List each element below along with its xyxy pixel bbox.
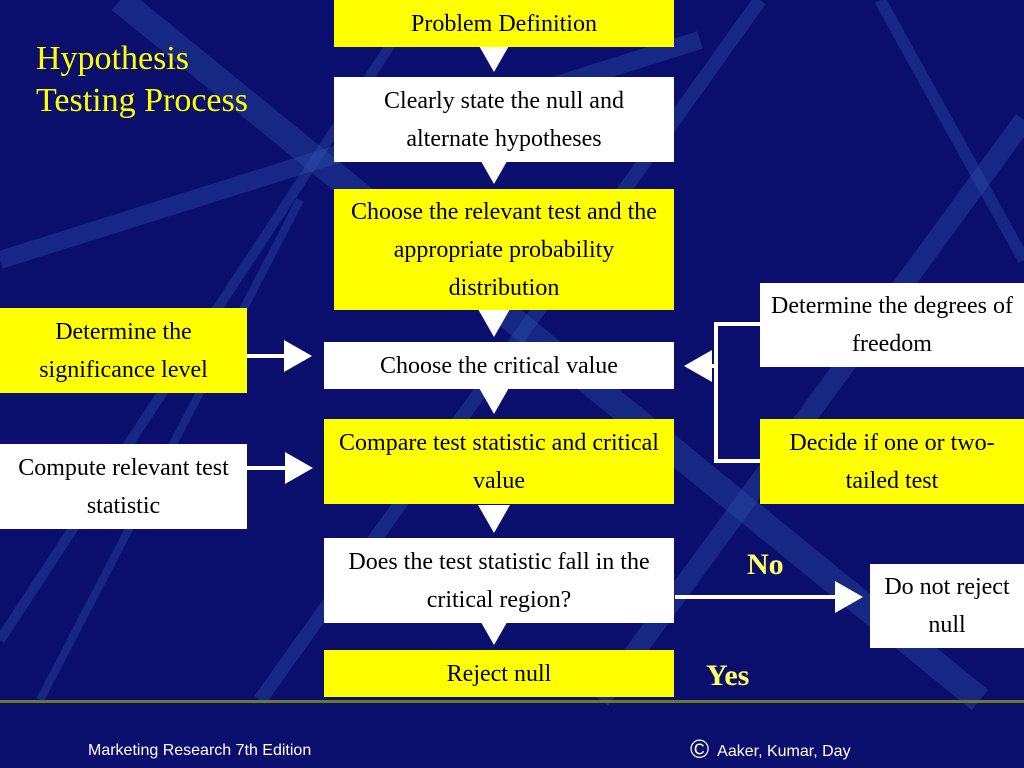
footer-divider	[0, 700, 1024, 703]
footer-right-text: Aaker, Kumar, Day	[717, 743, 851, 760]
step-choose-test: Choose the relevant test and the appropr…	[334, 189, 674, 310]
footer-credit: © Aaker, Kumar, Day	[690, 734, 851, 765]
input-degrees-of-freedom-text: Determine the degrees of freedom	[771, 293, 1013, 357]
footer-left-text: Marketing Research 7th Edition	[88, 742, 312, 759]
title-line-1: Hypothesis	[36, 40, 189, 77]
step-compare-text: Compare test statistic and critical valu…	[339, 429, 659, 494]
step-choose-test-text: Choose the relevant test and the appropr…	[351, 198, 657, 301]
input-compute-statistic-text: Compute relevant test statistic	[18, 454, 229, 519]
title-line-2: Testing Process	[36, 82, 248, 119]
step-problem-definition: Problem Definition	[334, 0, 674, 47]
step-critical-region-question-text: Does the test statistic fall in the crit…	[348, 548, 650, 613]
yes-label: Yes	[706, 659, 750, 692]
step-choose-critical-value-text: Choose the critical value	[380, 352, 618, 379]
input-significance-level: Determine the significance level	[0, 308, 247, 393]
input-tails: Decide if one or two-tailed test	[760, 419, 1024, 504]
copyright-symbol: ©	[690, 734, 710, 764]
step-compare: Compare test statistic and critical valu…	[324, 419, 674, 504]
step-choose-critical-value: Choose the critical value	[324, 342, 674, 389]
step-reject-null-text: Reject null	[446, 660, 552, 687]
step-state-hypotheses: Clearly state the null and alternate hyp…	[334, 77, 674, 162]
input-degrees-of-freedom: Determine the degrees of freedom	[760, 283, 1024, 367]
outcome-do-not-reject-text: Do not reject null	[884, 574, 1010, 638]
step-critical-region-question: Does the test statistic fall in the crit…	[324, 538, 674, 623]
input-compute-statistic: Compute relevant test statistic	[0, 444, 247, 529]
step-reject-null: Reject null	[324, 650, 674, 697]
page-title: Hypothesis Testing Process	[36, 38, 248, 122]
input-tails-text: Decide if one or two-tailed test	[789, 429, 995, 494]
no-label: No	[747, 548, 784, 581]
input-significance-level-text: Determine the significance level	[39, 318, 208, 383]
step-problem-definition-text: Problem Definition	[411, 10, 597, 37]
step-state-hypotheses-text: Clearly state the null and alternate hyp…	[384, 87, 624, 152]
outcome-do-not-reject: Do not reject null	[870, 564, 1024, 648]
